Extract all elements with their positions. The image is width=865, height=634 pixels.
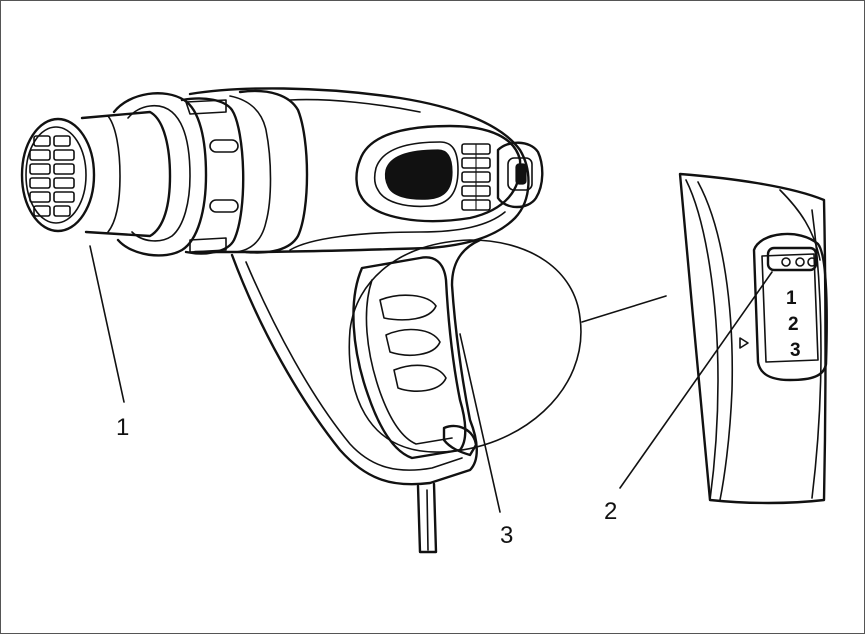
detail-contour-3 — [779, 189, 821, 261]
detail-contour-1 — [685, 179, 719, 501]
detail-housing — [678, 172, 827, 505]
nozzle-grid-cell — [29, 177, 51, 189]
switch-frame-inner — [761, 253, 819, 363]
switch-indicator-3 — [807, 257, 817, 267]
callout-2-leader — [619, 271, 773, 489]
magnifier-connector — [581, 295, 667, 323]
callout-2-label: 2 — [604, 498, 617, 525]
rear-switch-slider — [515, 163, 527, 185]
callout-3-label: 3 — [500, 522, 513, 549]
nozzle-grid-cell — [53, 177, 75, 189]
trigger — [442, 424, 478, 457]
switch-indicator-1 — [781, 257, 791, 267]
switch-slider — [766, 246, 818, 272]
nozzle-grid-cell — [29, 163, 51, 175]
position-arrow — [739, 337, 749, 349]
nozzle-grid-cell — [29, 149, 51, 161]
switch-detail: 1 2 3 — [678, 172, 828, 505]
body-housing — [188, 87, 530, 254]
nozzle-grid-cell — [29, 191, 51, 203]
nozzle-grid-cell — [53, 149, 75, 161]
collar-ring-front — [180, 97, 245, 255]
grip-ridge-2 — [385, 328, 441, 356]
nozzle-grid-cell — [33, 205, 51, 217]
collar-vent-1 — [209, 139, 239, 153]
display-bezel — [373, 141, 459, 208]
detail-contour-2 — [697, 181, 734, 501]
switch-indicator-2 — [795, 257, 805, 267]
nozzle-grid-cell — [53, 191, 75, 203]
collar-slot-top — [185, 99, 227, 115]
grip-pad-inner — [365, 279, 453, 445]
callout-1-leader — [89, 245, 125, 403]
switch-position-1: 1 — [786, 288, 797, 309]
detail-contour-4 — [811, 209, 822, 499]
nozzle-tip-rim — [25, 126, 87, 224]
magnifier-circle — [348, 239, 582, 453]
collar-ring-main — [238, 89, 309, 254]
collar-vent-2 — [209, 199, 239, 213]
handle-outline — [230, 238, 482, 486]
rear-switch-knob — [507, 157, 533, 191]
power-cable — [416, 482, 438, 554]
nozzle-grid-cell — [53, 135, 71, 147]
grip-ridge-1 — [379, 294, 437, 321]
switch-position-2: 2 — [788, 314, 799, 335]
nozzle-grid-cell — [33, 135, 51, 147]
callout-1-label: 1 — [116, 414, 129, 441]
body-top-line — [289, 98, 421, 113]
nozzle-grid-cell — [53, 205, 71, 217]
power-cable-seam — [426, 489, 429, 551]
grip-pad — [352, 256, 467, 460]
switch-position-3: 3 — [790, 340, 801, 361]
collar-slot-bottom — [189, 237, 227, 253]
callout-3-leader — [459, 333, 501, 513]
display-window — [384, 149, 453, 200]
body-lower-line — [289, 211, 506, 251]
nozzle-tip — [20, 117, 96, 233]
nozzle-grid-cell — [53, 163, 75, 175]
nozzle-outer — [80, 110, 172, 238]
nozzle-step — [107, 115, 121, 233]
front-flange-inner — [127, 105, 191, 242]
switch-frame-outer — [752, 232, 828, 382]
handle-inner-edge — [245, 261, 463, 471]
grip-ridge-3 — [393, 364, 447, 392]
rear-switch — [496, 141, 544, 209]
display-surround — [355, 124, 522, 223]
heat-gun — [20, 87, 544, 554]
nozzle-grid — [29, 135, 75, 217]
collar-ring-inner — [229, 95, 272, 253]
front-flange — [112, 92, 208, 257]
